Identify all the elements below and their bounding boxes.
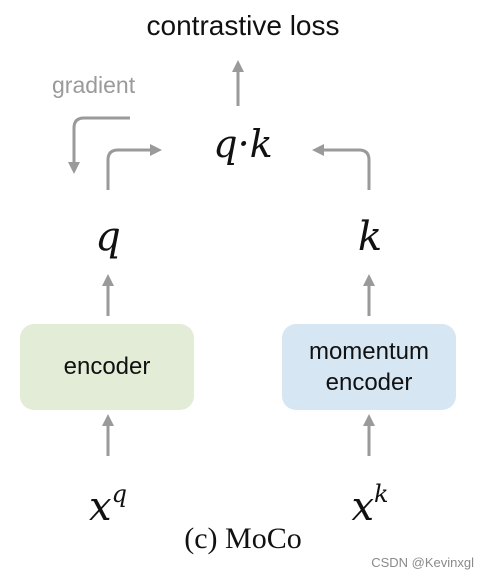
input-key-base: x [351, 484, 374, 530]
loss-title: contrastive loss [146, 10, 340, 41]
encoder-box: encoder [20, 324, 194, 410]
momentum-encoder-label-line1: momentum [308, 337, 430, 365]
gradient-label: gradient [52, 72, 136, 98]
encoder-label: encoder [63, 353, 151, 381]
input-query-base: x [89, 484, 112, 530]
input-query-sup: q [111, 480, 127, 508]
arrow-k-to-qk [312, 144, 371, 190]
input-key-sup: k [374, 480, 389, 508]
figure-caption: (c) MoCo [184, 522, 302, 555]
query-label: q [95, 214, 121, 260]
key-label: k [357, 214, 383, 260]
momentum-encoder-label-line2: encoder [325, 369, 413, 396]
input-query-label: xq [58, 480, 158, 530]
watermark: CSDN @Kevinxgl [371, 555, 474, 570]
gradient-arrow [68, 116, 130, 174]
arrow-q-to-qk [106, 144, 162, 190]
similarity-label: q·k [213, 122, 273, 166]
momentum-encoder-box: momentum encoder [282, 324, 456, 410]
input-key-label: xk [320, 480, 420, 530]
